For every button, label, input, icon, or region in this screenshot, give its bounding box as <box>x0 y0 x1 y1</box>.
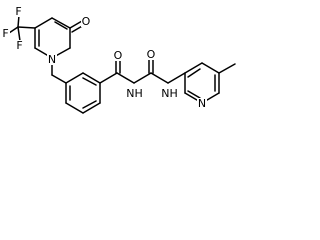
pyridine-methyl <box>218 63 236 74</box>
fluorine-atom-low: F <box>16 39 22 52</box>
pyridone-ring <box>34 17 71 59</box>
pyridone-nitrogen: N <box>48 53 56 66</box>
pyridine-nitrogen: N <box>198 97 206 110</box>
atom-labels: F F F O N O O NH NH N <box>2 5 206 110</box>
urea-nitrogen: NH <box>161 87 178 100</box>
label-masks <box>1 6 207 109</box>
amide-oxygen: O <box>114 49 123 62</box>
pyridone-oxygen: O <box>82 15 91 28</box>
amide-nitrogen: NH <box>126 87 143 100</box>
urea-oxygen: O <box>147 48 156 61</box>
fluorine-atom-left: F <box>2 27 8 40</box>
fluorine-atom-top: F <box>15 5 21 18</box>
molecule-structure: F F F O N O O NH NH N <box>1 5 236 114</box>
benzene-ring <box>65 72 101 114</box>
trifluoromethyl-group <box>8 14 36 42</box>
